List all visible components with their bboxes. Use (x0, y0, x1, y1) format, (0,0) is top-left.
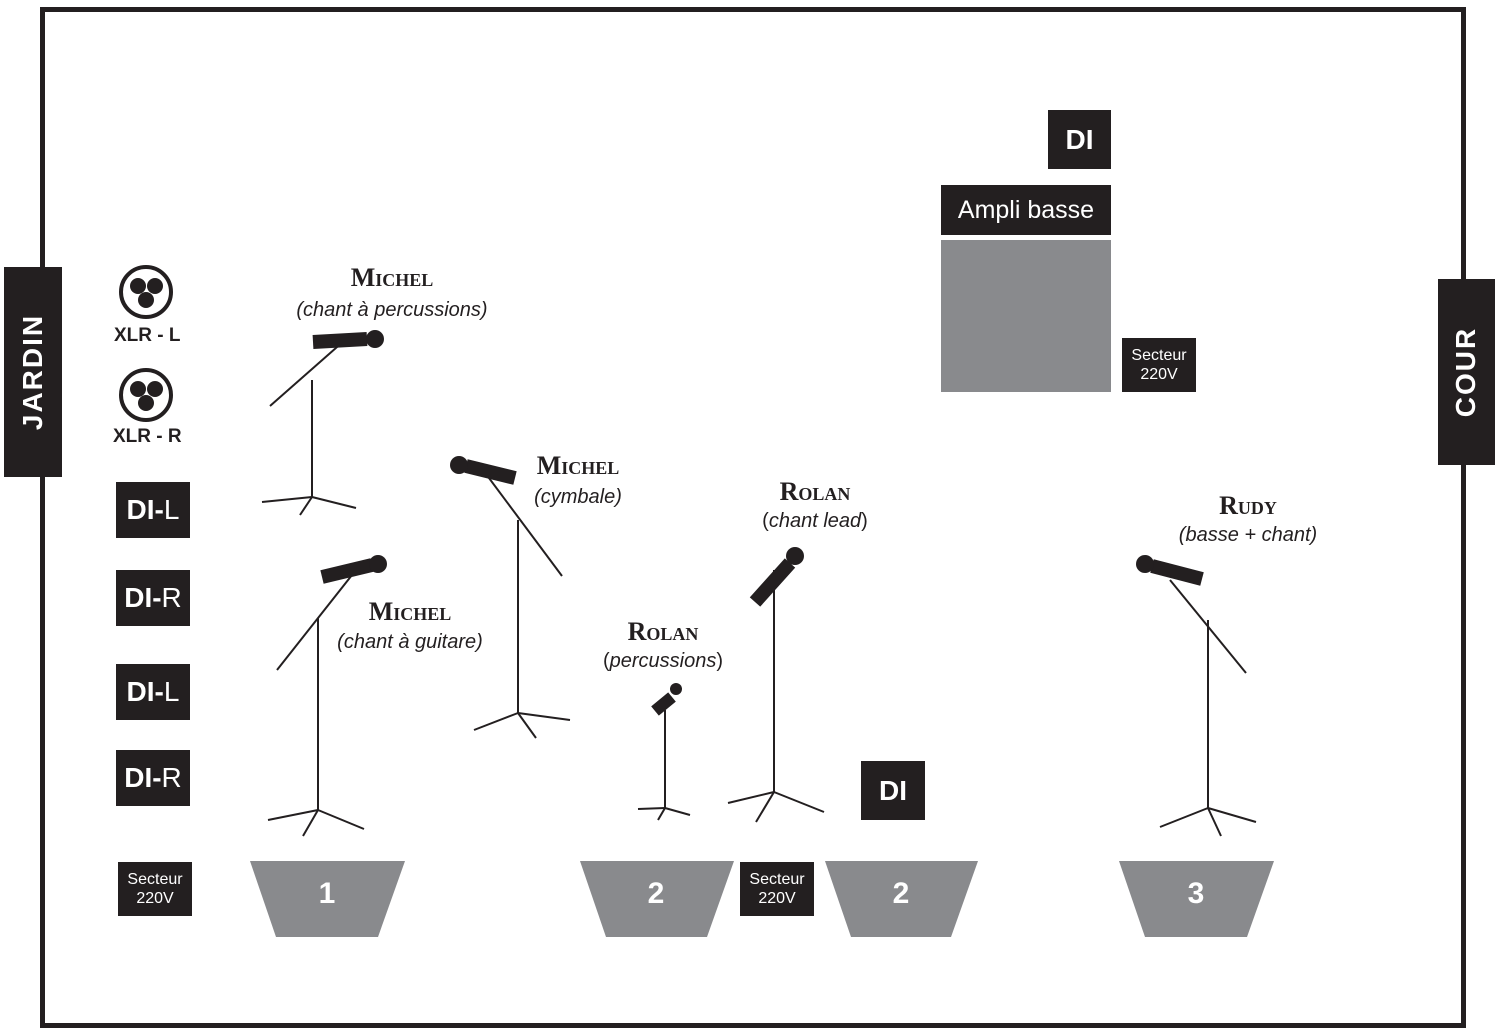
di-box-prefix: DI- (126, 676, 164, 707)
di-box-prefix: DI- (126, 494, 164, 525)
power-line2: 220V (136, 890, 174, 907)
power-line2: 220V (758, 890, 796, 907)
power-line2: 220V (1140, 366, 1178, 383)
di-box-suffix: R (161, 762, 182, 793)
di-box-l-1: DI-L (116, 482, 190, 538)
di-box-stage: DI (861, 761, 925, 820)
mic-stand-michel-cymbale (450, 456, 571, 739)
jardin-text: JARDIN (17, 313, 49, 431)
mic-stand-rudy (1136, 555, 1257, 837)
di-text: DI (1065, 123, 1094, 155)
mic-stand-michel-guitare (267, 555, 387, 837)
monitor-wedge-1 (250, 861, 405, 937)
role-text: chant lead (768, 510, 862, 532)
performer-name: Michel (350, 263, 434, 292)
stage-outline (40, 7, 1466, 1028)
di-box-suffix: L (163, 494, 180, 525)
di-box-r-1: DI-R (116, 570, 190, 626)
performer-role: (basse + chant) (1178, 524, 1318, 546)
monitor-wedge-2a (580, 861, 734, 937)
jardin-label: JARDIN (4, 267, 62, 477)
di-box-suffix: L (163, 676, 180, 707)
di-box-prefix: DI- (124, 762, 162, 793)
role-paren-open: ( (602, 650, 610, 672)
performer-role: (chant à guitare) (337, 631, 483, 653)
xlr-left-label: XLR - L (114, 325, 181, 346)
di-box-l-2: DI-L (116, 664, 190, 720)
monitor-number: 1 (318, 877, 336, 910)
monitor-wedge-3 (1119, 861, 1274, 937)
performer-name: Michel (536, 451, 620, 480)
di-box-r-2: DI-R (116, 750, 190, 806)
monitor-number: 3 (1187, 877, 1205, 910)
monitor-number: 2 (647, 877, 665, 910)
performer-role: (cymbale) (534, 486, 622, 508)
di-text: DI (879, 774, 907, 806)
role-paren-open: ( (762, 510, 769, 532)
monitor-number: 2 (892, 877, 910, 910)
performer-role: (percussions) (563, 650, 763, 673)
cour-text: COUR (1450, 326, 1482, 418)
monitor-wedge-2b (825, 861, 978, 937)
performer-role: (chant lead) (715, 510, 915, 533)
role-paren-close: ) (716, 650, 724, 672)
power-outlet-left: Secteur 220V (118, 862, 192, 916)
performer-role: (chant à percussions) (296, 299, 488, 321)
performer-name: Rudy (1219, 491, 1277, 520)
xlr-right-label: XLR - R (113, 426, 182, 447)
power-outlet-center: Secteur 220V (740, 862, 814, 916)
bass-amp-label: Ampli basse (941, 185, 1111, 235)
xlr-icon (119, 368, 173, 422)
power-outlet-right: Secteur 220V (1122, 338, 1196, 392)
di-box-prefix: DI- (124, 582, 162, 613)
power-line1: Secteur (749, 871, 805, 888)
mic-stand-michel-percussions (261, 330, 384, 516)
di-box-amp: DI (1048, 110, 1111, 169)
di-box-suffix: R (161, 582, 182, 613)
performer-name: Rolan (779, 477, 851, 506)
performer-name: Rolan (627, 617, 699, 646)
role-paren-close: ) (861, 510, 868, 532)
xlr-icon (119, 265, 173, 319)
performer-name: Michel (368, 597, 452, 626)
mic-stand-rolan-lead (727, 547, 825, 823)
mic-stand-rolan-percussions (637, 683, 691, 821)
role-text: percussions (609, 650, 717, 672)
power-line1: Secteur (127, 871, 183, 888)
power-line1: Secteur (1131, 347, 1187, 364)
cour-label: COUR (1438, 279, 1495, 465)
bass-amp-cabinet (941, 240, 1111, 392)
